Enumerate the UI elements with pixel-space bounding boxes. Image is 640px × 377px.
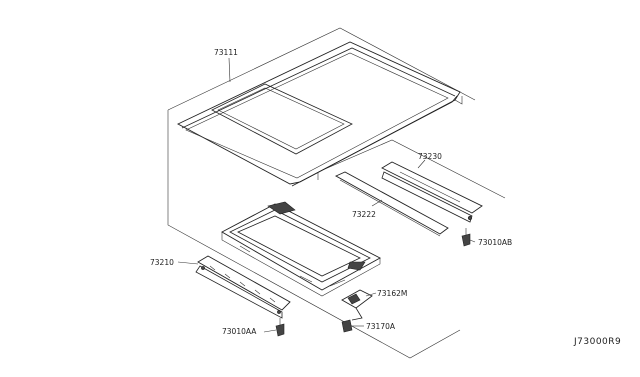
label-bracket: 73162M	[377, 289, 407, 298]
label-sunroof-frame: 73210	[150, 258, 174, 267]
bracket[interactable]	[341, 289, 373, 321]
label-roof-panel: 73111	[214, 48, 238, 57]
clip-right[interactable]	[461, 228, 471, 247]
front-cross-member[interactable]	[195, 255, 291, 319]
diagram-code: J73000R9	[573, 337, 621, 347]
assembly-outline	[167, 27, 506, 359]
rail-front[interactable]	[334, 171, 449, 237]
roof-panel[interactable]	[177, 41, 463, 187]
leader-lines	[177, 57, 476, 333]
label-bracket-clip: 73170A	[366, 322, 396, 331]
bracket-clip[interactable]	[341, 319, 353, 333]
sunroof-frame[interactable]	[221, 201, 381, 297]
clip-left[interactable]	[275, 318, 285, 337]
label-rail-front: 73222	[352, 210, 376, 219]
label-clip-left: 73010AA	[222, 327, 257, 336]
label-clip-right: 73010AB	[478, 238, 512, 247]
label-rail-rear: 73230	[418, 152, 442, 161]
rail-rear[interactable]	[381, 161, 483, 223]
